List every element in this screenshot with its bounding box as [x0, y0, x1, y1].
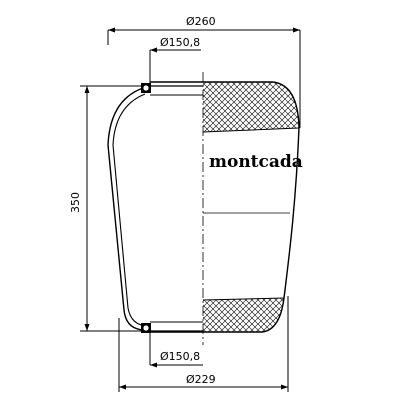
dimension-top-outer: Ø260	[107, 15, 301, 128]
label-height: 350	[69, 192, 82, 213]
label-bottom-outer: Ø229	[186, 373, 216, 386]
top-bead	[141, 83, 203, 96]
section-wall-inner	[112, 93, 148, 327]
outer-contour	[150, 81, 300, 333]
brand-logo: montcada	[209, 152, 303, 172]
dimension-bottom-outer: Ø229	[118, 296, 289, 392]
label-bottom-inner: Ø150,8	[160, 350, 200, 363]
section-wall-outer	[107, 87, 147, 331]
dimension-height: 350	[69, 85, 150, 332]
bottom-bead	[141, 321, 203, 333]
label-top-inner: Ø150,8	[160, 36, 200, 49]
dimension-top-inner: Ø150,8	[149, 36, 201, 86]
air-spring-body	[107, 72, 300, 345]
upper-hatch	[203, 82, 299, 132]
lower-hatch	[203, 298, 284, 332]
dimension-bottom-inner: Ø150,8	[149, 331, 203, 368]
label-top-outer: Ø260	[186, 15, 216, 28]
